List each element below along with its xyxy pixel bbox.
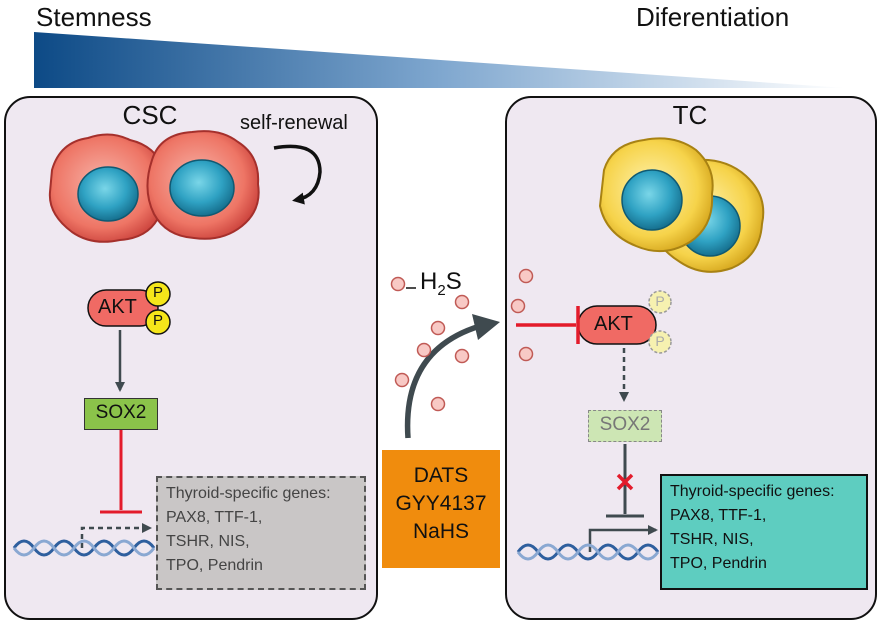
csc-title: CSC [122, 100, 178, 130]
csc-akt-label: AKT [98, 296, 137, 318]
tc-genes-line-3: TPO, Pendrin [670, 555, 767, 572]
h2s-molecules [390, 268, 534, 412]
tc-phospho-top [648, 290, 672, 314]
tc-phospho-bottom-label: P [655, 333, 665, 349]
csc-phospho-top-label: P [152, 284, 163, 301]
self-renewal-arrow [273, 144, 322, 205]
csc-phospho-bottom [145, 309, 171, 335]
differentiation-label: Diferentiation [636, 2, 790, 32]
h2s-release-arrow [404, 323, 481, 439]
tc-dna-helix [516, 543, 660, 561]
tc-genes-line-1: PAX8, TTF-1, [670, 507, 767, 524]
blocked-x-mark [616, 473, 634, 491]
tc-cell-front [598, 137, 714, 253]
csc-sox2-box: SOX2 [84, 398, 158, 430]
tc-phospho-top-label: P [655, 293, 665, 309]
csc-phospho-bottom-label: P [152, 312, 163, 329]
csc-dna-helix [12, 539, 156, 557]
tc-title: TC [672, 100, 708, 130]
h2s-label: H2S [420, 268, 462, 299]
csc-transcription-arrow [80, 523, 152, 548]
csc-genes-title: Thyroid-specific genes: [166, 485, 331, 502]
tc-genes-title: Thyroid-specific genes: [670, 483, 835, 500]
csc-genes-line-2: TSHR, NIS, [166, 533, 250, 550]
stemness-gradient-bar [34, 32, 846, 88]
tc-akt-label: AKT [594, 313, 633, 335]
csc-genes-line-1: PAX8, TTF-1, [166, 509, 263, 526]
h2s-label-sub: 2 [437, 281, 446, 299]
tc-genes-line-2: TSHR, NIS, [670, 531, 754, 548]
h2s-label-s: S [445, 268, 462, 295]
h2s-release-arrowhead [472, 314, 500, 340]
csc-akt-shape [87, 289, 159, 327]
donor-dats: DATS [413, 464, 469, 487]
csc-cell-right [146, 130, 260, 240]
donor-nahs: NaHS [412, 520, 470, 543]
h2s-donor-box: DATS GYY4137 NaHS [382, 450, 500, 568]
tc-genes-box: Thyroid-specific genes: PAX8, TTF-1, TSH… [660, 474, 868, 590]
stemness-label: Stemness [36, 2, 152, 32]
tc-sox2-box: SOX2 [588, 410, 662, 442]
csc-genes-line-3: TPO, Pendrin [166, 557, 263, 574]
h2s-label-h: H [420, 268, 438, 295]
csc-phospho-top [145, 281, 171, 307]
tc-phospho-bottom [648, 330, 672, 354]
csc-genes-box: Thyroid-specific genes: PAX8, TTF-1, TSH… [156, 476, 366, 590]
h2s-legend-dot [390, 276, 406, 292]
donor-gyy4137: GYY4137 [395, 492, 487, 515]
self-renewal-label: self-renewal [240, 112, 348, 134]
